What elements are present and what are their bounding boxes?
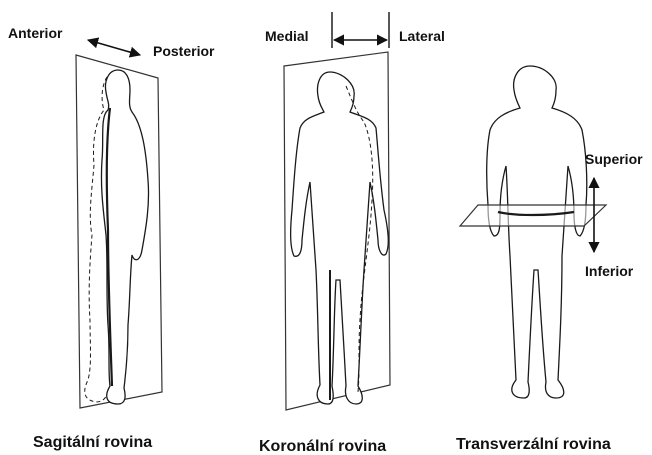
- medial-label: Medial: [265, 28, 309, 44]
- transverse-body-figure: [487, 66, 587, 398]
- anterior-posterior-arrow: [88, 40, 140, 55]
- transverse-caption: Transverzální rovina: [456, 436, 611, 453]
- superior-label: Superior: [585, 151, 643, 167]
- coronal-panel: Medial Lateral Koronální rovina: [259, 12, 445, 455]
- inferior-label: Inferior: [585, 263, 634, 279]
- sagittal-panel: Anterior Posterior Sagitální rovina: [8, 25, 215, 451]
- sagittal-caption: Sagitální rovina: [33, 434, 152, 451]
- anterior-label: Anterior: [8, 25, 63, 41]
- lateral-label: Lateral: [399, 28, 445, 44]
- coronal-caption: Koronální rovina: [259, 438, 386, 455]
- posterior-label: Posterior: [153, 43, 215, 59]
- coronal-body-figure: [291, 72, 388, 404]
- transverse-panel: Superior Inferior Transverzální rovina: [456, 66, 643, 453]
